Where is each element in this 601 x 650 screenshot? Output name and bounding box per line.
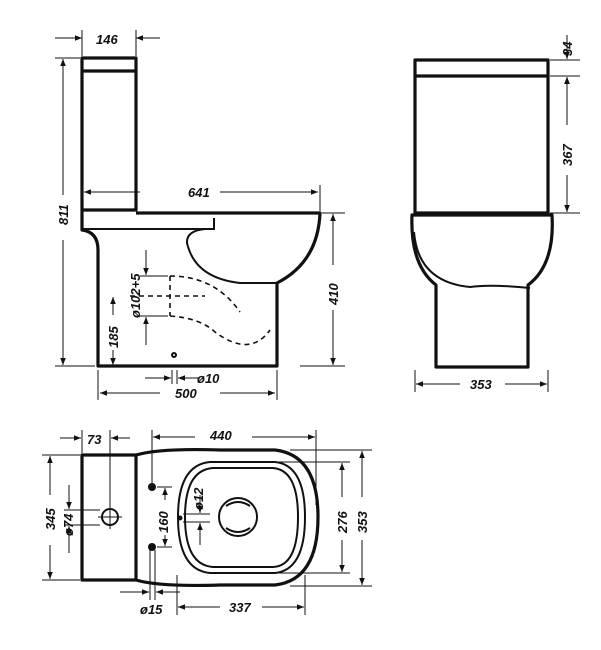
dim-total-height: 811 bbox=[56, 204, 71, 225]
plan-bowl-inner bbox=[176, 461, 307, 574]
dim-total-length: 641 bbox=[188, 185, 210, 200]
dim-seat-hole-diameter: ø12 bbox=[191, 487, 206, 510]
plan-view: 73 440 345 ø74 160 ø12 276 353 337 ø15 bbox=[42, 428, 372, 617]
fixing-hole bbox=[171, 352, 177, 358]
dim-seat-height: 410 bbox=[326, 283, 341, 306]
dim-inner-width: 276 bbox=[335, 511, 350, 534]
dim-floor-hole-diameter: ø15 bbox=[140, 602, 163, 617]
side-trap bbox=[169, 275, 271, 346]
dim-tank-offset: 73 bbox=[87, 432, 102, 447]
side-view: 146 811 641 410 500 ø10 ø102+5 185 bbox=[55, 30, 345, 401]
side-tank bbox=[80, 56, 138, 212]
dim-tank-width: 345 bbox=[43, 508, 58, 530]
dim-inlet-diameter: ø74 bbox=[61, 513, 76, 536]
dim-outlet-diameter: ø102+5 bbox=[128, 273, 143, 318]
dim-lid-thickness: 34 bbox=[560, 41, 575, 56]
seat-hole-left bbox=[148, 483, 156, 491]
dim-outlet-height: 185 bbox=[106, 326, 121, 348]
dim-outer-width: 353 bbox=[355, 511, 370, 533]
dim-base-length: 500 bbox=[175, 386, 197, 401]
seat-hole-right bbox=[148, 543, 156, 551]
plan-bowl-outline bbox=[135, 447, 320, 588]
side-bowl-inner bbox=[82, 218, 277, 284]
dim-tank-depth: 146 bbox=[96, 32, 118, 47]
front-bowl bbox=[410, 213, 554, 369]
dim-bowl-length: 440 bbox=[209, 428, 232, 443]
dim-fixing-hole: ø10 bbox=[197, 371, 220, 386]
dim-inner-length: 337 bbox=[229, 600, 251, 615]
plan-drain-hole bbox=[218, 497, 258, 537]
side-bowl-outline bbox=[80, 210, 322, 368]
dim-tank-height: 367 bbox=[560, 144, 575, 166]
front-view: 34 367 353 bbox=[410, 35, 580, 392]
dim-front-width: 353 bbox=[470, 377, 492, 392]
front-tank bbox=[413, 58, 550, 215]
dim-seat-hole-spacing: 160 bbox=[156, 511, 171, 533]
